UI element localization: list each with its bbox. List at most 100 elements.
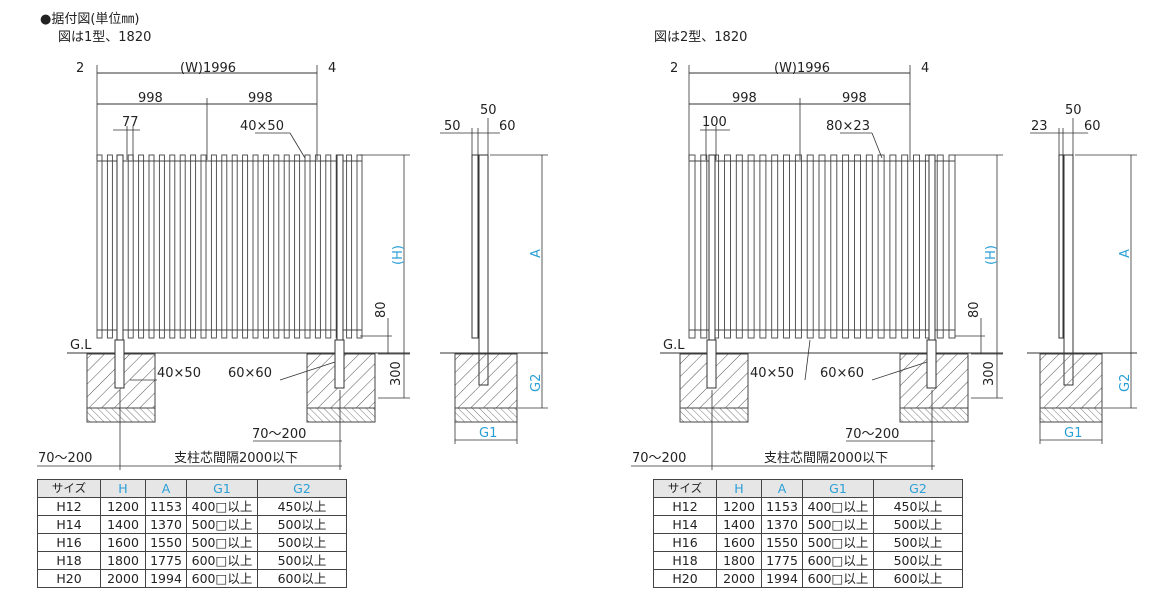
footing-range-label: 70〜200 [845,427,899,442]
column-header: G2 [873,479,963,498]
width-label: (W)1996 [180,61,236,76]
table-cell: H16 [653,533,717,552]
front-elevation-type2: 2 (W)1996 4 998 998 100 80×23 (H) 80 G.L… [631,61,1137,470]
half-left-label: 998 [138,91,163,106]
table-cell: 500以上 [257,515,347,534]
fence-slat [200,154,207,339]
table-cell: 600□以上 [186,551,258,570]
front-elevation-type1: 2 (W)1996 4 998 998 77 40×50 (H) 80 G.L … [37,61,548,470]
table-cell: 1153 [145,497,187,516]
fence-slat [830,154,838,339]
post-size-label: 40×50 [750,366,794,381]
left-offset-label: 2 [76,61,84,76]
fence-slat [138,154,145,339]
base-size-label: 60×60 [228,366,272,381]
left-diagram-caption: 図は1型、1820 [58,30,152,45]
fence-slat [283,154,290,339]
fence-slat [842,154,850,339]
table-cell: 1550 [145,533,187,552]
table-cell: 1550 [761,533,803,552]
table-cell: 1200 [716,497,762,516]
footing-range-label-left: 70〜200 [38,451,92,466]
table-cell: 500以上 [257,533,347,552]
right-diagram-caption: 図は2型、1820 [654,30,748,45]
height-label: (H) [984,245,999,265]
g1-dimension-label: G1 [1064,426,1082,441]
fence-slat [148,154,155,339]
table-cell: 500□以上 [802,533,874,552]
fence-slat [273,154,280,339]
table-header-row: サイズ H A G1 G2 [37,479,347,498]
fence-slat [688,154,696,339]
slat-size-label: 40×50 [240,119,284,134]
table-cell: H16 [37,533,101,552]
fence-slat [901,154,909,339]
pitch-label: 77 [122,115,139,130]
fence-slat [356,154,363,339]
table-cell: 500□以上 [186,515,258,534]
fence-slat [210,154,217,339]
half-right-label: 998 [842,91,867,106]
table-cell: 400□以上 [186,497,258,516]
fence-slat [106,154,113,339]
fence-slat [231,154,238,339]
table-cell: 1400 [100,515,146,534]
fence-slat [771,154,779,339]
fence-slat [889,154,897,339]
fence-slat [724,154,731,339]
base-size-label: 60×60 [820,366,864,381]
table-header-row: サイズ H A G1 G2 [653,479,963,498]
right-offset-label: 4 [921,61,929,76]
table-cell: 2000 [100,569,146,588]
table-cell: 1370 [761,515,803,534]
table-cell: H20 [653,569,717,588]
table-cell: 1994 [145,569,187,588]
table-cell: 1800 [100,551,146,570]
half-right-label: 998 [248,91,273,106]
column-header: A [761,479,803,498]
table-cell: 600□以上 [802,569,874,588]
fence-slat [936,154,944,339]
table-cell: 450以上 [257,497,347,516]
depth-label: 300 [389,361,404,386]
g2-dimension-label: G2 [529,374,544,392]
side-elevation-type2: 50 23 60 A G2 G1 [1027,103,1137,444]
height-label: (H) [391,245,406,265]
fence-slat [759,154,767,339]
fence-slats [96,154,363,356]
fence-slat [314,154,321,339]
slat-size-label: 80×23 [826,119,870,134]
fence-slat [700,154,708,339]
table-cell: 500以上 [873,551,963,570]
table-cell: 1400 [716,515,762,534]
column-header: H [716,479,762,498]
table-cell: 1153 [761,497,803,516]
fence-slat [158,154,165,339]
side-elevation-type1: 50 50 60 A G2 G1 [440,103,548,444]
fence-slat [818,154,826,339]
post-span-label: 支柱芯間隔2000以下 [764,451,888,466]
ground-level-label: G.L [70,338,92,353]
table-cell: 500以上 [873,533,963,552]
column-header: G1 [802,479,874,498]
ground-level-label: G.L [663,338,685,353]
table-cell: 1775 [761,551,803,570]
footing-range-label: 70〜200 [252,427,306,442]
fence-slat [262,154,269,339]
table-cell: H12 [37,497,101,516]
table-cell: 450以上 [873,497,963,516]
side-top-left-label: 50 [444,119,461,134]
table-cell: H18 [653,551,717,570]
a-dimension-label: A [1118,249,1133,258]
table-cell: 1994 [761,569,803,588]
fence-slat [854,154,861,339]
